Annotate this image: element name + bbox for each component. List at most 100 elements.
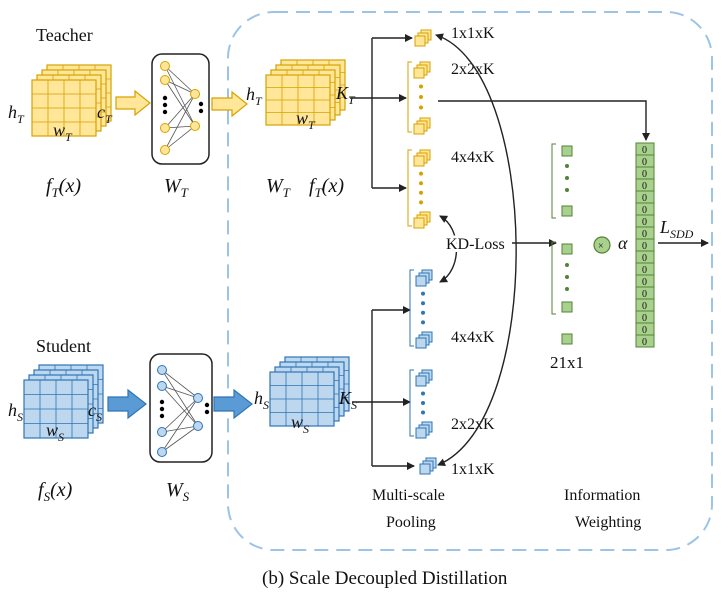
weight-cell-value: 0 bbox=[642, 157, 647, 168]
teacher-pool-2x2-ellipsis bbox=[419, 105, 423, 110]
teacher-network-edge bbox=[164, 65, 196, 127]
weight-cell-value: 0 bbox=[642, 313, 647, 324]
teacher-h-label-2: hT bbox=[246, 84, 263, 108]
student-branch-lines bbox=[352, 310, 373, 466]
pool-label-student-4x4: 4x4xK bbox=[451, 329, 495, 346]
teacher-network-ellipsis bbox=[162, 95, 168, 101]
student-pool-4x4-ellipsis bbox=[421, 310, 425, 315]
student-network-ellipsis bbox=[159, 413, 165, 419]
student-pool-4x4-ellipsis bbox=[421, 320, 425, 325]
teacher-pool-2x2-bracket bbox=[407, 61, 412, 133]
teacher-network-node bbox=[160, 145, 170, 155]
sdd-loss-label: LSDD bbox=[659, 217, 694, 241]
student-pool-4x4-cube bbox=[415, 337, 427, 349]
teacher-arrow-1 bbox=[115, 89, 151, 117]
student-pool-2x2-cube bbox=[415, 375, 427, 387]
teacher-pool-2x2-cube bbox=[413, 67, 425, 79]
student-network-node bbox=[157, 365, 167, 375]
student-h-label: hS bbox=[8, 400, 23, 424]
weight-cell-value: 0 bbox=[642, 193, 647, 204]
student-arrow-1 bbox=[107, 388, 147, 420]
student-pool-1x1-cube bbox=[419, 463, 431, 475]
teacher-pool-1x1-cube bbox=[414, 35, 426, 47]
student-network-node bbox=[193, 421, 203, 431]
teacher-pool-4x4-ellipsis bbox=[419, 200, 423, 205]
student-network-node bbox=[157, 447, 167, 457]
student-pool-2x2-ellipsis bbox=[421, 401, 425, 405]
info-weight-label-line-1: Information bbox=[564, 487, 640, 504]
student-c-label: cS bbox=[88, 400, 102, 424]
loss-vector-entry bbox=[561, 205, 573, 217]
student-network-ellipsis bbox=[159, 399, 165, 405]
teacher-h-label: hT bbox=[8, 102, 25, 126]
loss-vector bbox=[551, 143, 573, 345]
kd-loss-inner-curve bbox=[439, 215, 458, 283]
teacher-network-edge bbox=[164, 93, 196, 151]
loss-vector-entry bbox=[561, 145, 573, 157]
loss-vector-entry bbox=[561, 243, 573, 255]
student-network-node bbox=[157, 427, 167, 437]
pool-label-teacher-4x4: 4x4xK bbox=[451, 149, 495, 166]
weight-input-arrow bbox=[438, 100, 650, 141]
teacher-f-label: fT(x) bbox=[46, 175, 81, 200]
weight-cell-value: 0 bbox=[642, 169, 647, 180]
weight-cell-value: 0 bbox=[642, 229, 647, 240]
weight-cell-value: 0 bbox=[642, 301, 647, 312]
teacher-c-label: cT bbox=[97, 102, 113, 126]
weight-cell-value: 0 bbox=[642, 205, 647, 216]
teacher-network-node bbox=[190, 121, 200, 131]
student-feature-map bbox=[23, 364, 104, 439]
teacher-network-node bbox=[160, 123, 170, 133]
weight-cell bbox=[635, 334, 655, 348]
teacher-w-label-2: wT bbox=[296, 108, 316, 132]
pool-label-student-1x1: 1x1xK bbox=[451, 461, 495, 478]
student-k-label: KS bbox=[338, 388, 357, 412]
student-network-ellipsis bbox=[204, 409, 210, 415]
sdd-region-border bbox=[227, 11, 713, 551]
teacher-f-label-2: fT(x) bbox=[309, 175, 344, 200]
student-projected-feature-map bbox=[269, 356, 350, 427]
weight-cell-value: 0 bbox=[642, 217, 647, 228]
teacher-network-ellipsis bbox=[162, 109, 168, 115]
teacher-network-edge bbox=[164, 79, 196, 127]
weight-cell-value: 0 bbox=[642, 289, 647, 300]
teacher-network-edge bbox=[164, 93, 196, 129]
student-network-edge bbox=[161, 369, 199, 427]
multiply-icon: × bbox=[598, 241, 604, 252]
teacher-network-ellipsis bbox=[198, 108, 204, 114]
kd-loss-outer-curve bbox=[435, 33, 517, 466]
weight-cell-value: 0 bbox=[642, 181, 647, 192]
student-pool-2x2-cube bbox=[415, 427, 427, 439]
teacher-pool-4x4-cube bbox=[413, 155, 425, 167]
teacher-projected-feature-map bbox=[265, 59, 346, 126]
student-pool-2x2-ellipsis bbox=[421, 391, 425, 396]
student-network-edge bbox=[161, 397, 199, 433]
student-network-edge bbox=[161, 385, 199, 399]
teacher-network-ellipsis bbox=[198, 101, 204, 107]
loss-vector-ellipsis bbox=[565, 275, 569, 279]
loss-vector-entry bbox=[561, 301, 573, 313]
student-pool-2x2-bracket bbox=[409, 369, 414, 437]
weight-cell-value: 0 bbox=[642, 265, 647, 276]
teacher-pool-4x4-bracket bbox=[407, 149, 412, 227]
teacher-network-ellipsis bbox=[162, 102, 168, 108]
student-pool-2x2-ellipsis bbox=[421, 410, 425, 415]
teacher-network-edge bbox=[164, 79, 196, 95]
vector-size-label: 21x1 bbox=[550, 353, 584, 372]
student-network-node bbox=[157, 381, 167, 391]
weight-cell-value: 0 bbox=[642, 277, 647, 288]
student-network-edge bbox=[161, 425, 199, 453]
teacher-network-node bbox=[160, 75, 170, 85]
alpha-label: α bbox=[618, 233, 628, 253]
student-pool-4x4-cube bbox=[415, 275, 427, 287]
teacher-W-label: WT bbox=[164, 175, 189, 200]
weight-cell-value: 0 bbox=[642, 241, 647, 252]
student-f-label: fS(x) bbox=[38, 479, 73, 504]
teacher-pool-4x4-ellipsis bbox=[419, 190, 423, 195]
kd-loss-label: KD-Loss bbox=[446, 236, 505, 253]
teacher-arrow-2 bbox=[211, 90, 248, 118]
multi-scale-label-line-1: Multi-scale bbox=[372, 487, 445, 504]
pool-label-teacher-2x2: 2x2xK bbox=[451, 61, 495, 78]
student-h-label-2: hS bbox=[254, 388, 269, 412]
